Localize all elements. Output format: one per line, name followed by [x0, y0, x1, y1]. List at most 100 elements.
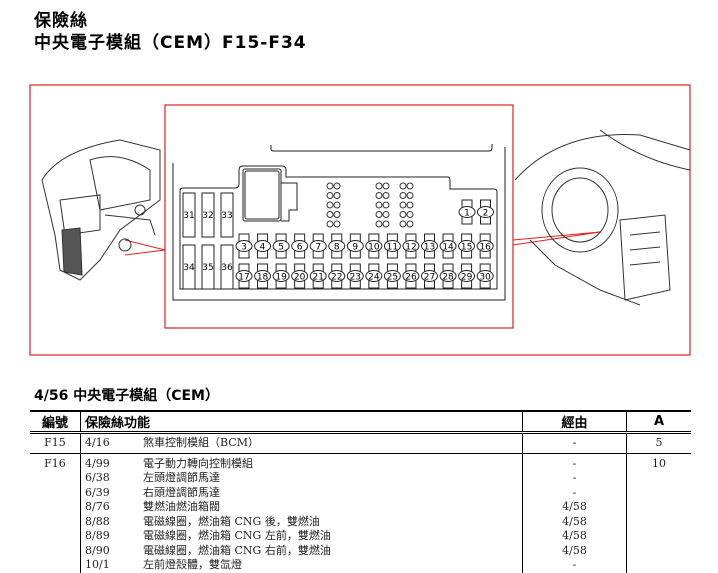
- component-function: 電磁線圈，燃油箱 CNG 右前，雙燃油: [143, 543, 331, 557]
- col-header-amp: A: [626, 410, 691, 434]
- fuse-32: 32: [201, 192, 215, 238]
- fuse-label: 36: [221, 263, 233, 273]
- fuse-33: 33: [220, 192, 234, 238]
- component-code: 6/39: [85, 485, 110, 499]
- fuse-label: 1: [464, 209, 470, 219]
- fuse-28: 28: [439, 263, 457, 289]
- col-header-function: 保險絲功能: [80, 410, 523, 434]
- fuse-27: 27: [421, 263, 438, 289]
- pin-hole: [333, 182, 341, 190]
- fuse-number: F15: [30, 432, 81, 454]
- pin-hole: [333, 201, 341, 209]
- component-code: 8/89: [85, 529, 110, 542]
- fuse-19: 19: [272, 263, 290, 289]
- pin-hole: [326, 201, 334, 209]
- right-dashboard-illustration: [514, 129, 691, 306]
- pin-hole: [375, 220, 383, 228]
- component-function: 左前燈殼體，雙氙燈: [143, 558, 242, 571]
- pin-hole: [382, 182, 390, 190]
- pin-hole: [326, 211, 334, 218]
- pin-hole: [406, 182, 414, 190]
- fuse-label: 20: [294, 273, 306, 283]
- fuse-label: 21: [312, 273, 323, 283]
- component-function: 電磁線圈，燃油箱 CNG 後，雙燃油: [143, 514, 320, 528]
- fuse-36: 36: [220, 244, 234, 290]
- fuse-label: 32: [202, 211, 213, 221]
- fuse-label: 31: [183, 211, 194, 221]
- fuse-label: 35: [202, 263, 213, 273]
- via-value: 4/58: [562, 543, 587, 557]
- component-code: 10/1: [85, 558, 110, 571]
- pin-hole: [406, 201, 414, 209]
- pin-hole: [406, 211, 414, 218]
- fuse-14: 14: [439, 233, 457, 259]
- fuse-label: 4: [260, 243, 266, 253]
- fuse-29: 29: [458, 263, 476, 289]
- fuse-label: 15: [461, 243, 472, 253]
- pin-hole: [333, 192, 341, 199]
- fuse-label: 6: [297, 243, 303, 253]
- pin-hole: [382, 192, 390, 199]
- component-function: 左頭燈調節馬達: [143, 471, 220, 484]
- fuse-label: 14: [442, 243, 454, 253]
- via-value: -: [572, 471, 577, 484]
- fuse-box-outline: [172, 144, 506, 301]
- via-value: -: [572, 456, 577, 470]
- fuse-24: 24: [365, 263, 383, 289]
- fuse-10: 10: [365, 233, 383, 259]
- via-value: 4/58: [562, 500, 587, 513]
- fuse-label: 25: [387, 273, 398, 283]
- fuse-label: 24: [368, 273, 380, 283]
- pin-hole: [375, 211, 383, 218]
- fuse-label: 33: [221, 211, 232, 221]
- fuse-label: 29: [461, 273, 473, 283]
- via-value: -: [572, 436, 577, 449]
- component-code: 8/76: [85, 500, 110, 513]
- pin-hole: [382, 201, 390, 209]
- pin-hole: [326, 220, 334, 228]
- pin-hole: [375, 192, 383, 199]
- page-title: 保險絲: [34, 11, 88, 31]
- fuse-7: 7: [309, 233, 327, 259]
- component-function: 雙燃油燃油箱閥: [143, 500, 220, 513]
- component-code: 8/90: [85, 543, 110, 557]
- fuse-number: F16: [30, 453, 81, 573]
- pin-hole: [399, 192, 407, 199]
- pin-hole: [375, 182, 383, 190]
- fuse-label: 7: [315, 243, 321, 253]
- fuse-label: 34: [183, 263, 195, 273]
- fuse-label: 13: [424, 243, 435, 253]
- fuse-3: 3: [235, 233, 253, 259]
- fuse-16: 16: [476, 233, 494, 259]
- component-code: 4/16: [85, 436, 110, 449]
- fuse-13: 13: [421, 233, 438, 259]
- amperage: 10: [652, 456, 666, 470]
- fuse-6: 6: [291, 233, 309, 259]
- component-code: 8/88: [85, 514, 110, 528]
- pin-hole: [326, 182, 334, 190]
- fuse-label: 22: [331, 273, 342, 283]
- fuse-label: 8: [334, 243, 340, 253]
- function-line: 10/1 左前燈殼體，雙氙燈: [85, 558, 518, 573]
- pin-hole: [333, 211, 341, 218]
- fuse-label: 11: [387, 243, 398, 253]
- fuse-label: 17: [238, 273, 249, 283]
- via-value: -: [572, 558, 577, 571]
- component-code: 6/38: [85, 471, 110, 484]
- fuse-25: 25: [383, 263, 401, 289]
- fuse-2: 2: [477, 199, 494, 225]
- fuse-12: 12: [402, 233, 420, 259]
- connector-pin-holes: [326, 182, 414, 228]
- component-function: 電磁線圈，燃油箱 CNG 左前，雙燃油: [143, 529, 331, 542]
- fuse-label: 2: [483, 209, 489, 219]
- fuse-15: 15: [458, 233, 476, 259]
- fuse-5: 5: [272, 233, 290, 259]
- pin-hole: [399, 220, 407, 228]
